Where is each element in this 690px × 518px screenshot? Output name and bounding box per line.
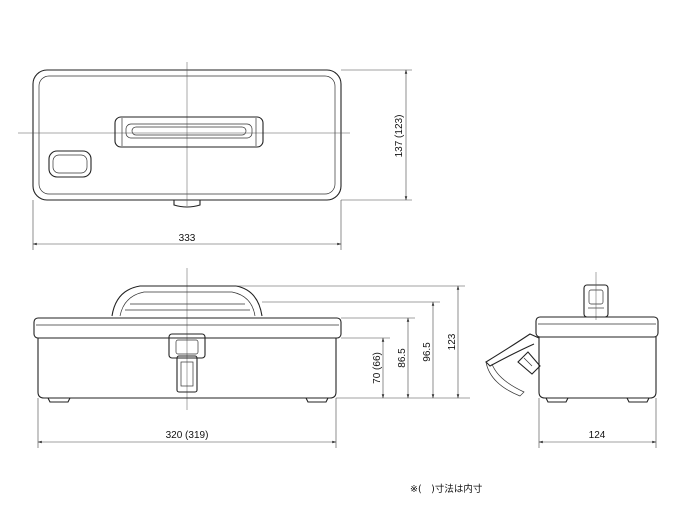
dim-h2: 86.5 xyxy=(397,348,408,368)
handle-front xyxy=(111,285,263,317)
side-clasp-open xyxy=(485,333,541,397)
side-view: 124 xyxy=(485,272,659,448)
front-clasp xyxy=(168,333,206,393)
dim-depth-side: 124 xyxy=(589,430,606,441)
handle-top xyxy=(114,116,264,148)
name-plate xyxy=(48,150,92,178)
dimension-note: ※( )寸法は内寸 xyxy=(410,483,483,495)
clasp-top-view xyxy=(173,200,201,208)
side-lid xyxy=(535,316,659,338)
side-foot-right xyxy=(626,397,650,403)
dim-h4: 123 xyxy=(447,333,458,350)
front-view: 70 (66) 86.5 96.5 123 320 (319) xyxy=(33,268,470,448)
front-body xyxy=(37,338,337,399)
side-foot-left xyxy=(545,397,569,403)
foot-left xyxy=(47,397,71,403)
dim-length-front: 320 (319) xyxy=(166,430,209,441)
dim-height-top: 137 (123) xyxy=(394,115,405,158)
side-handle xyxy=(583,272,609,320)
dim-width-top: 333 xyxy=(179,233,196,244)
dim-h1: 70 (66) xyxy=(372,352,383,384)
foot-right xyxy=(305,397,329,403)
side-body xyxy=(538,337,657,399)
dim-h3: 96.5 xyxy=(422,342,433,362)
top-view: 137 (123) 333 xyxy=(18,62,412,250)
front-lid xyxy=(33,317,342,339)
